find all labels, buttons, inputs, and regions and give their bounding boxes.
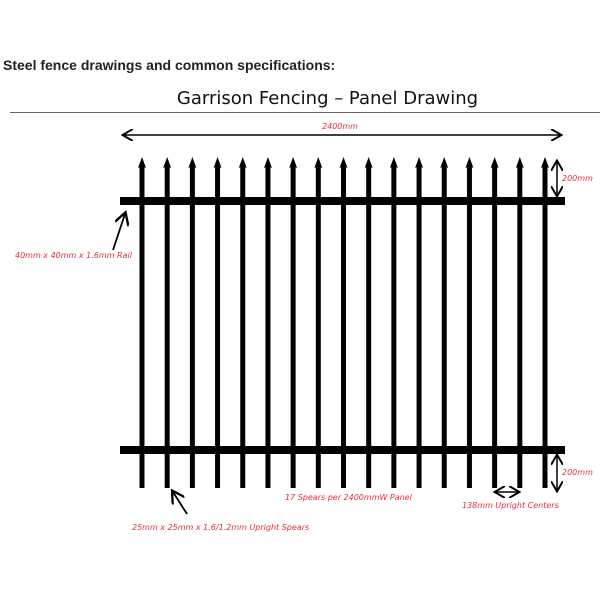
- upright-spear: [416, 166, 422, 488]
- drawing-title: Garrison Fencing – Panel Drawing: [176, 88, 479, 109]
- spear-tip: [541, 157, 549, 168]
- bottom-rail: [120, 446, 565, 454]
- centers-label: 138mm Upright Centers: [462, 501, 559, 510]
- spear-tip: [163, 157, 172, 168]
- spear-tip: [314, 157, 323, 168]
- upright-spear: [441, 166, 447, 488]
- spear-tip: [238, 157, 247, 168]
- spear-tip: [515, 157, 524, 168]
- upright-spear: [215, 166, 221, 488]
- upright-spear: [341, 166, 346, 488]
- spear-count-label: 17 Spears per 2400mmW Panel: [285, 493, 413, 502]
- rail-pointer-arrow: [112, 214, 125, 251]
- upright-spear: [391, 166, 397, 488]
- top-rail: [120, 197, 565, 205]
- top-spear-label: 200mm: [562, 174, 593, 183]
- spear-tip: [389, 157, 398, 168]
- upright-spear: [189, 166, 195, 488]
- spears-group: [138, 157, 549, 488]
- spear-tip: [415, 157, 424, 168]
- upright-spear: [466, 166, 472, 488]
- spear-tip: [440, 157, 449, 168]
- spear-tip: [263, 157, 272, 168]
- upright-spear: [265, 166, 271, 488]
- spear-tip: [213, 157, 222, 168]
- upright-spear: [517, 166, 523, 488]
- upright-spear: [542, 166, 548, 488]
- upright-spear: [492, 166, 498, 488]
- page-heading: Steel fence drawings and common specific…: [3, 57, 336, 73]
- spear-tip: [339, 157, 348, 168]
- upright-pointer-arrow: [173, 492, 188, 515]
- upright-spear: [366, 166, 372, 488]
- upright-spear: [164, 166, 170, 488]
- title-divider: [10, 112, 600, 113]
- upright-spear: [315, 166, 321, 488]
- upright-label: 25mm x 25mm x 1.6/1.2mm Upright Spears: [132, 523, 309, 532]
- rail-label: 40mm x 40mm x 1.6mm Rail: [15, 251, 133, 260]
- upright-spear: [240, 166, 246, 488]
- spear-tip: [188, 157, 197, 168]
- spear-tip: [490, 157, 499, 168]
- spear-tip: [138, 157, 146, 168]
- upright-spear: [290, 166, 296, 488]
- spear-tip: [364, 157, 373, 168]
- upright-spear: [139, 166, 145, 488]
- spear-tip: [289, 157, 298, 168]
- spear-tip: [465, 157, 474, 168]
- bottom-spear-label: 200mm: [562, 468, 593, 477]
- width-label: 2400mm: [322, 122, 358, 131]
